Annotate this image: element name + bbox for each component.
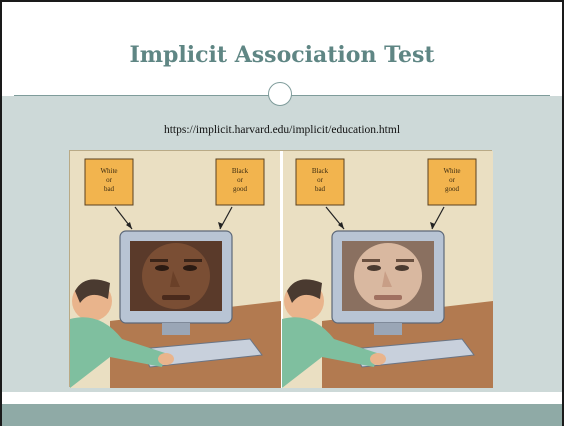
left-panel-label-right-box bbox=[215, 158, 265, 206]
left-panel-label-right-line-3: good bbox=[233, 185, 248, 193]
right-person-body bbox=[282, 317, 377, 388]
slide-title: Implicit Association Test bbox=[129, 42, 435, 68]
footer-bar bbox=[2, 404, 562, 426]
left-scene: White or bad Black or good bbox=[70, 158, 281, 388]
left-panel-label-left-line-3: bad bbox=[104, 185, 115, 193]
right-panel-label-right-line-2: or bbox=[449, 176, 456, 184]
right-monitor-stand bbox=[374, 323, 402, 335]
iat-illustration: White or bad Black or good bbox=[69, 150, 493, 388]
left-panel-label-right-line-1: Black bbox=[232, 167, 249, 175]
right-panel-label-right-line-1: White bbox=[443, 167, 460, 175]
left-monitor-stand bbox=[162, 323, 190, 335]
divider-circle-icon bbox=[268, 82, 292, 106]
title-area: Implicit Association Test bbox=[2, 2, 562, 94]
left-person-body bbox=[70, 317, 165, 388]
right-panel-label-right-line-3: good bbox=[445, 185, 460, 193]
right-panel-label-left-line-1: Black bbox=[312, 167, 329, 175]
right-panel-label-left-box bbox=[295, 158, 345, 206]
left-panel-label-right-line-2: or bbox=[237, 176, 244, 184]
right-scene: Black or bad White or good bbox=[282, 158, 493, 388]
illustration-svg: White or bad Black or good bbox=[70, 151, 493, 388]
left-panel-label-left-box bbox=[84, 158, 134, 206]
left-panel-label-left-line-2: or bbox=[106, 176, 113, 184]
right-panel-label-right-box bbox=[427, 158, 477, 206]
right-panel-label-left-line-2: or bbox=[317, 176, 324, 184]
url-text: https://implicit.harvard.edu/implicit/ed… bbox=[163, 124, 401, 136]
left-panel-label-left-line-1: White bbox=[100, 167, 117, 175]
right-panel-label-left-line-3: bad bbox=[315, 185, 326, 193]
